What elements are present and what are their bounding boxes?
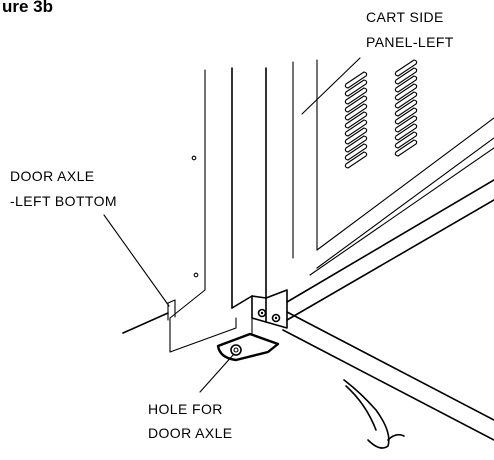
vent-louvers-right — [394, 59, 418, 157]
bolt-icon — [271, 313, 281, 323]
vent-louvers-left — [344, 71, 368, 169]
svg-text:DOOR AXLE: DOOR AXLE — [148, 425, 233, 441]
door-axle-hole — [230, 344, 242, 356]
corner-bracket — [251, 289, 288, 329]
hinge-plate — [216, 317, 280, 362]
svg-text:DOOR AXLE: DOOR AXLE — [10, 168, 95, 184]
cart-front-post — [231, 67, 267, 309]
caster-wheel — [343, 379, 405, 449]
leader-lines — [103, 57, 361, 393]
label-hole-for-door-axle: HOLE FOR DOOR AXLE — [148, 401, 233, 441]
bolt-icon — [257, 308, 267, 318]
leader-cart-side-panel — [301, 57, 361, 115]
label-door-axle: DOOR AXLE -LEFT BOTTOM — [10, 168, 117, 209]
svg-text:-LEFT BOTTOM: -LEFT BOTTOM — [10, 193, 117, 209]
door-axle — [122, 299, 176, 334]
leader-hole — [199, 353, 235, 393]
svg-text:PANEL-LEFT: PANEL-LEFT — [366, 34, 454, 50]
leader-door-axle — [103, 214, 170, 307]
svg-text:CART SIDE: CART SIDE — [366, 9, 444, 25]
door-panel — [169, 69, 237, 353]
figure-title: ure 3b — [2, 0, 53, 16]
svg-text:HOLE FOR: HOLE FOR — [148, 401, 223, 417]
label-cart-side-panel: CART SIDE PANEL-LEFT — [366, 9, 454, 50]
cart-bottom-frame — [282, 179, 494, 441]
cart-side-panel — [292, 59, 494, 276]
